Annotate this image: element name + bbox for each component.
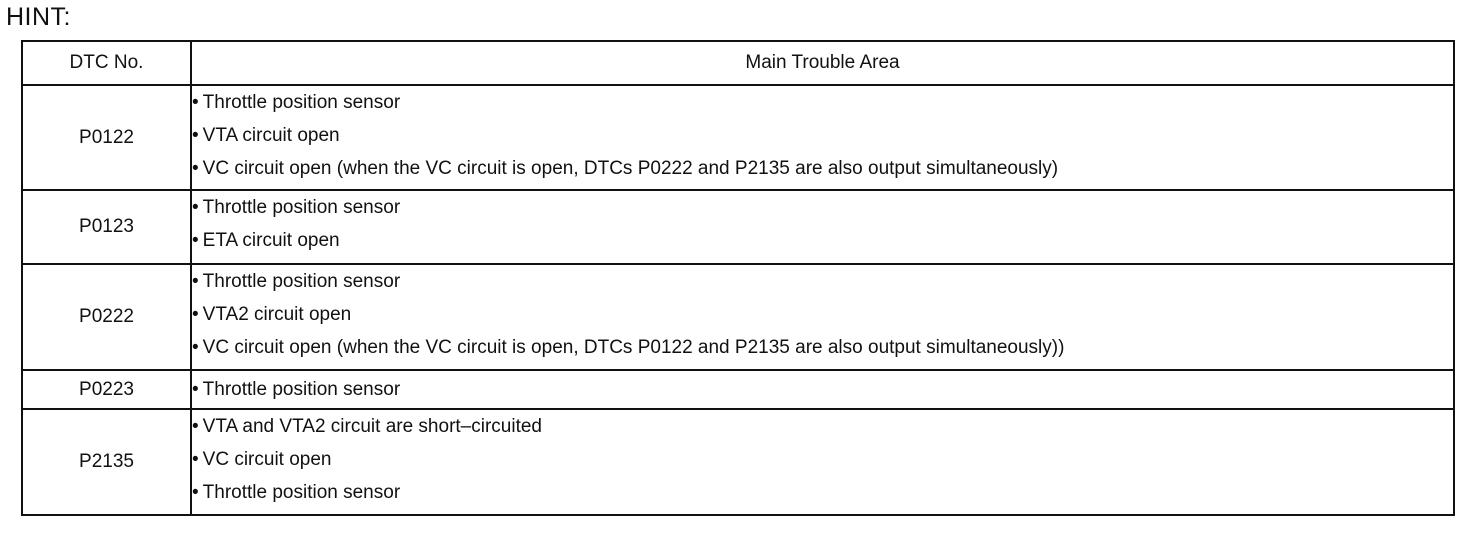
trouble-area-list: Throttle position sensor VTA circuit ope… bbox=[192, 86, 1453, 185]
trouble-area-list: Throttle position sensor VTA2 circuit op… bbox=[192, 265, 1453, 364]
list-item: Throttle position sensor bbox=[192, 86, 1453, 119]
table-row: P0222 Throttle position sensor VTA2 circ… bbox=[21, 263, 1455, 371]
trouble-area-cell: Throttle position sensor bbox=[190, 369, 1455, 410]
trouble-area-list: Throttle position sensor ETA circuit ope… bbox=[192, 191, 1453, 257]
list-item: VTA and VTA2 circuit are short–circuited bbox=[192, 410, 1453, 443]
dtc-code: P0122 bbox=[21, 84, 192, 191]
list-item: Throttle position sensor bbox=[192, 191, 1453, 224]
list-item: Throttle position sensor bbox=[192, 265, 1453, 298]
hint-heading: HINT: bbox=[6, 3, 71, 31]
trouble-area-list: VTA and VTA2 circuit are short–circuited… bbox=[192, 410, 1453, 509]
list-item: VC circuit open (when the VC circuit is … bbox=[192, 331, 1453, 364]
dtc-code: P0222 bbox=[21, 263, 192, 371]
header-main-trouble-area: Main Trouble Area bbox=[190, 40, 1455, 86]
list-item: VC circuit open (when the VC circuit is … bbox=[192, 152, 1453, 185]
list-item: Throttle position sensor bbox=[192, 476, 1453, 509]
list-item: VC circuit open bbox=[192, 443, 1453, 476]
table-row: P0223 Throttle position sensor bbox=[21, 369, 1455, 410]
dtc-table: DTC No. Main Trouble Area P0122 Throttle… bbox=[21, 40, 1455, 516]
dtc-code: P0123 bbox=[21, 189, 192, 265]
table-header-row: DTC No. Main Trouble Area bbox=[21, 40, 1455, 86]
table-row: P0123 Throttle position sensor ETA circu… bbox=[21, 189, 1455, 265]
list-item: VTA2 circuit open bbox=[192, 298, 1453, 331]
dtc-code: P0223 bbox=[21, 369, 192, 410]
trouble-area-cell: Throttle position sensor VTA circuit ope… bbox=[190, 84, 1455, 191]
table-row: P2135 VTA and VTA2 circuit are short–cir… bbox=[21, 408, 1455, 516]
trouble-area-cell: Throttle position sensor VTA2 circuit op… bbox=[190, 263, 1455, 371]
trouble-area-list: Throttle position sensor bbox=[192, 373, 1453, 406]
table-row: P0122 Throttle position sensor VTA circu… bbox=[21, 84, 1455, 191]
list-item: ETA circuit open bbox=[192, 224, 1453, 257]
dtc-code: P2135 bbox=[21, 408, 192, 516]
list-item: Throttle position sensor bbox=[192, 373, 1453, 406]
trouble-area-cell: Throttle position sensor ETA circuit ope… bbox=[190, 189, 1455, 265]
list-item: VTA circuit open bbox=[192, 119, 1453, 152]
trouble-area-cell: VTA and VTA2 circuit are short–circuited… bbox=[190, 408, 1455, 516]
header-dtc-no: DTC No. bbox=[21, 40, 192, 86]
